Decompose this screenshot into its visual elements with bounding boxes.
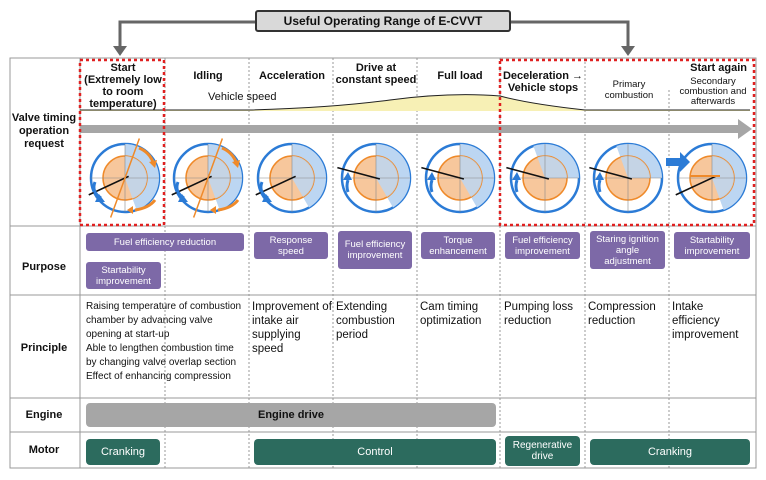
dial-needle (337, 166, 381, 180)
dial-needle (506, 166, 550, 180)
dial-needle (421, 166, 465, 180)
row-label-principle: Principle (20, 342, 68, 354)
dial-needle (589, 166, 633, 180)
title-box: Useful Operating Range of E-CVVT (255, 10, 511, 32)
orange-arrowhead-icon (149, 160, 157, 168)
title-text: Useful Operating Range of E-CVVT (283, 14, 483, 28)
vehicle-speed-area (80, 94, 750, 111)
dial-inner-sector (712, 156, 734, 199)
valve-dial (589, 142, 664, 214)
blue-arrowhead-icon (262, 194, 272, 202)
title-left-connector (118, 20, 255, 50)
purpose-startability-improvement-restart: Startability improvement (674, 232, 750, 259)
phase-start: Start (Extremely low to room temperature… (84, 62, 162, 110)
phase-idling: Idling (193, 70, 223, 82)
principle-start: Raising temperature of combustion chambe… (86, 300, 246, 384)
phase-start-again: Start again (690, 62, 747, 74)
big-blue-arrow-shaft (666, 158, 680, 166)
dial-inner-sector (208, 156, 230, 199)
phase-constant-speed: Drive at constant speed (335, 62, 417, 86)
row-label-engine: Engine (25, 409, 63, 421)
principle-start-line: by changing valve overlap section (86, 357, 237, 368)
valve-dial (421, 142, 496, 214)
motor-cranking-start: Cranking (86, 439, 160, 465)
blue-arrowhead-icon (427, 172, 436, 180)
orange-arrow-icon (134, 199, 157, 212)
blue-rotation-arrow-icon (514, 179, 519, 193)
dial-inner-sector (292, 156, 314, 198)
timeline-arrow-shaft (80, 125, 740, 133)
principle-deceleration: Pumping loss reduction (504, 301, 574, 327)
orange-arrowhead-icon (127, 206, 133, 214)
phase-acceleration: Acceleration (258, 70, 326, 82)
valve-dial (88, 138, 161, 218)
orange-arrowhead-icon (210, 206, 216, 214)
valve-timing-dials (88, 138, 748, 218)
principle-start-line: opening at start-up (86, 329, 170, 340)
orange-arrowhead-icon (232, 160, 240, 168)
valve-dial (255, 142, 328, 214)
blue-rotation-arrow-icon (429, 179, 434, 193)
principle-acceleration: Improvement of intake air supplying spee… (252, 301, 332, 355)
vehicle-speed-label: Vehicle speed (208, 91, 277, 103)
left-down-arrow-icon (113, 46, 127, 56)
dial-needle (675, 175, 716, 196)
motor-control: Control (254, 439, 496, 465)
blue-arrowhead-icon (343, 172, 352, 180)
dial-orange-line (109, 138, 141, 218)
principle-start-line: Able to lengthen combustion time (86, 343, 234, 354)
orange-arrow-icon (217, 199, 240, 212)
grid-border (9, 57, 757, 469)
row-label-motor: Motor (28, 444, 60, 456)
purpose-response-speed: Response speed (254, 232, 328, 259)
blue-rotation-arrow-icon (597, 179, 602, 193)
motor-cranking-restart: Cranking (590, 439, 750, 465)
motor-regenerative-drive: Regenerative drive (505, 436, 580, 466)
blue-arrowhead-icon (178, 194, 188, 202)
blue-arrowhead-icon (95, 194, 105, 202)
restart-highlight-box (498, 58, 756, 227)
purpose-fuel-efficiency-improvement-constant: Fuel efficiency improvement (338, 231, 412, 269)
start-highlight-box (78, 58, 166, 227)
phase-deceleration: Deceleration → Vehicle stops (502, 70, 584, 94)
purpose-fuel-efficiency-reduction: Fuel efficiency reduction (86, 233, 244, 251)
title-right-connector (510, 20, 630, 50)
principle-secondary: Intake efficiency improvement (672, 301, 739, 341)
valve-dial (337, 142, 412, 214)
right-down-arrow-icon (621, 46, 635, 56)
purpose-staring-ignition-angle: Staring ignition angle adjustment (590, 231, 665, 269)
purpose-torque-enhancement: Torque enhancement (421, 232, 495, 259)
orange-arrow-icon (138, 146, 155, 163)
timeline-arrow-head-icon (738, 119, 752, 139)
dial-inner-sector (376, 156, 398, 198)
principle-start-line: chamber by advancing valve (86, 315, 213, 326)
principle-start-line: Effect of enhancing compression (86, 371, 231, 382)
phase-full-load: Full load (437, 70, 483, 82)
blue-rotation-arrow-icon (345, 179, 350, 193)
vehicle-speed-curve (80, 94, 750, 111)
purpose-startability-improvement-start: Startability improvement (86, 262, 161, 289)
big-blue-arrow-icon (680, 152, 690, 172)
valve-dial (666, 142, 748, 214)
row-label-valve: Valve timing operation request (11, 112, 77, 150)
phase-secondary-combustion: Secondary combustion and afterwards (679, 76, 747, 107)
purpose-fuel-efficiency-improvement-decel: Fuel efficiency improvement (505, 232, 580, 259)
phase-primary-combustion: Primary combustion (604, 79, 654, 101)
orange-arrow-icon (221, 146, 238, 163)
principle-start-line: Raising temperature of combustion (86, 301, 242, 312)
principle-primary: Compression reduction (588, 301, 656, 327)
blue-arrowhead-icon (512, 172, 521, 180)
blue-arrowhead-icon (595, 172, 604, 180)
dial-orange-line (192, 138, 224, 218)
dial-inner-sector (460, 156, 482, 198)
principle-full-load: Cam timing optimization (420, 301, 482, 327)
dial-inner-sector (125, 156, 147, 199)
engine-drive-bar: Engine drive (86, 403, 496, 427)
principle-constant-speed: Extending combustion period (336, 301, 395, 341)
valve-dial (506, 142, 581, 214)
row-label-purpose: Purpose (21, 261, 66, 273)
valve-dial (171, 138, 244, 218)
